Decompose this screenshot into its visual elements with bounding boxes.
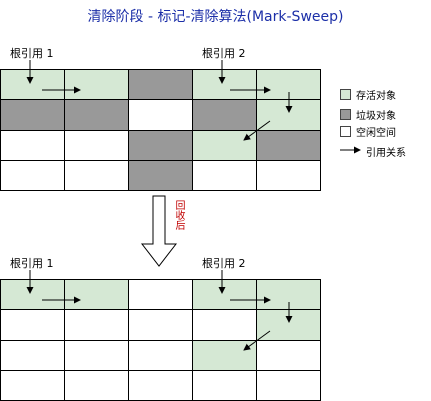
root-ref-2-label: 根引用 2: [202, 47, 246, 60]
ref-arrow: [243, 120, 271, 141]
heap-cell-free: [1, 130, 64, 160]
heap-cell-free: [193, 370, 256, 400]
diagram-title: 清除阶段 - 标记-清除算法(Mark-Sweep): [87, 9, 344, 25]
legend-live: 存活对象: [340, 87, 396, 102]
heap-cell-free: [65, 370, 128, 400]
heap-cell-free: [1, 370, 64, 400]
heap-cell-live: [65, 70, 128, 100]
root-ref-2-label: 根引用 2: [202, 257, 246, 270]
heap-cell-garbage: [257, 130, 320, 160]
heap-cell-free: [65, 310, 128, 340]
heap-cell-free: [193, 310, 256, 340]
legend-free: 空闲空间: [340, 124, 396, 139]
heap-cell-garbage: [193, 100, 256, 130]
live-swatch-icon: [340, 89, 351, 100]
heap-cell-free: [1, 340, 64, 370]
heap-cell-live: [193, 70, 256, 100]
heap-cell-live: [1, 280, 64, 310]
heap-cell-live: [193, 280, 256, 310]
legend-arrow-label: 引用关系: [366, 148, 406, 159]
heap-cell-garbage: [129, 130, 192, 160]
heap-cell-free: [65, 160, 128, 190]
heap-cell-free: [65, 340, 128, 370]
heap-grid-after: [0, 279, 321, 401]
heap-cell-free: [1, 310, 64, 340]
heap-cell-free: [193, 160, 256, 190]
heap-cell-free: [65, 130, 128, 160]
legend-garbage: 垃圾对象: [340, 107, 396, 122]
legend-free-label: 空闲空间: [356, 128, 396, 139]
heap-cell-garbage: [1, 100, 64, 130]
transition-label: 回收后: [173, 200, 184, 230]
heap-cell-free: [129, 100, 192, 130]
heap-cell-free: [129, 340, 192, 370]
legend-garbage-label: 垃圾对象: [356, 111, 396, 122]
heap-cell-garbage: [129, 160, 192, 190]
free-swatch-icon: [340, 126, 351, 137]
ref-arrow: [243, 330, 271, 351]
heap-cell-free: [257, 370, 320, 400]
garbage-swatch-icon: [340, 109, 351, 120]
heap-cell-garbage: [65, 100, 128, 130]
heap-grid-before: [0, 69, 321, 191]
root-ref-1-label: 根引用 1: [10, 47, 54, 60]
heap-cell-free: [257, 340, 320, 370]
heap-cell-free: [129, 310, 192, 340]
legend-arrow: 引用关系: [366, 144, 406, 159]
heap-cell-free: [257, 160, 320, 190]
heap-cell-free: [1, 160, 64, 190]
root-ref-1-label: 根引用 1: [10, 257, 54, 270]
heap-cell-free: [129, 280, 192, 310]
legend-live-label: 存活对象: [356, 91, 396, 102]
heap-cell-free: [129, 370, 192, 400]
heap-cell-garbage: [129, 70, 192, 100]
heap-cell-live: [1, 70, 64, 100]
heap-cell-live: [65, 280, 128, 310]
